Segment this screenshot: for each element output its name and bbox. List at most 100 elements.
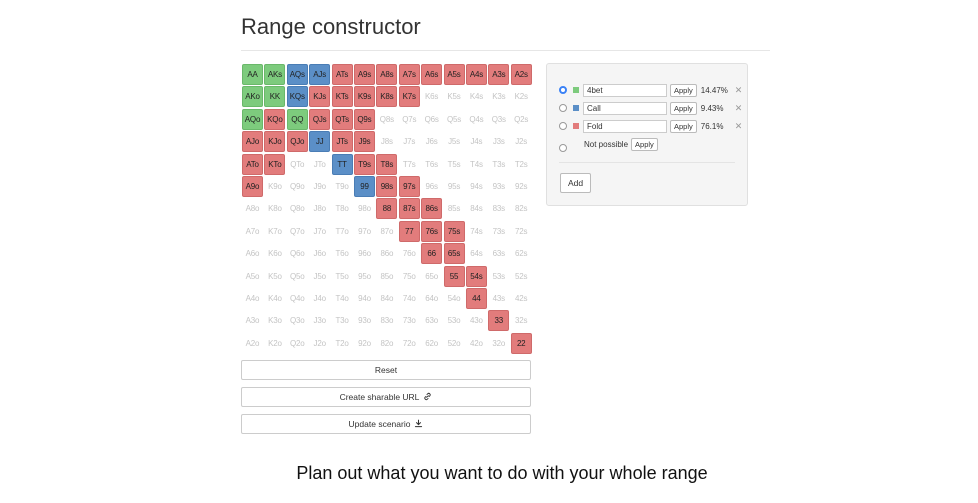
- hand-cell-52s[interactable]: 52s: [515, 271, 528, 281]
- hand-cell-a5o[interactable]: A5o: [245, 271, 260, 281]
- hand-cell-a4s[interactable]: A4s: [465, 64, 487, 85]
- hand-cell-53s[interactable]: 53s: [492, 271, 506, 281]
- hand-cell-43s[interactable]: 43s: [492, 293, 506, 303]
- hand-cell-t4o[interactable]: T4o: [335, 293, 349, 303]
- hand-cell-ajs[interactable]: AJs: [309, 64, 331, 85]
- hand-cell-j4o[interactable]: J4o: [313, 293, 327, 303]
- hand-cell-86s[interactable]: 86s: [421, 198, 443, 220]
- hand-cell-84o[interactable]: 84o: [380, 293, 394, 303]
- hand-cell-t8o[interactable]: T8o: [335, 204, 349, 214]
- hand-cell-87s[interactable]: 87s: [398, 198, 420, 220]
- hand-cell-t9s[interactable]: T9s: [353, 153, 375, 175]
- hand-cell-j7s[interactable]: J7s: [403, 137, 416, 147]
- hand-cell-q7o[interactable]: Q7o: [290, 226, 305, 236]
- hand-cell-a2s[interactable]: A2s: [510, 64, 532, 85]
- hand-cell-k6o[interactable]: K6o: [268, 249, 282, 259]
- hand-cell-t2o[interactable]: T2o: [335, 338, 349, 348]
- hand-cell-qts[interactable]: QTs: [331, 108, 353, 130]
- hand-cell-97s[interactable]: 97s: [398, 175, 420, 197]
- hand-cell-q3s[interactable]: Q3s: [491, 114, 506, 124]
- hand-cell-a6s[interactable]: A6s: [421, 64, 443, 85]
- hand-cell-q3o[interactable]: Q3o: [290, 316, 305, 326]
- hand-cell-74s[interactable]: 74s: [470, 226, 483, 236]
- hand-cell-22[interactable]: 22: [510, 332, 532, 354]
- hand-cell-72s[interactable]: 72s: [515, 226, 528, 236]
- hand-cell-t3o[interactable]: T3o: [335, 316, 349, 326]
- reset-button[interactable]: Reset: [241, 360, 531, 380]
- apply-button-fold[interactable]: Apply: [670, 119, 697, 133]
- hand-cell-k6s[interactable]: K6s: [425, 92, 439, 102]
- hand-cell-98o[interactable]: 98o: [358, 204, 371, 214]
- hand-cell-j6s[interactable]: J6s: [425, 137, 438, 147]
- hand-cell-q2o[interactable]: Q2o: [290, 338, 305, 348]
- hand-cell-75s[interactable]: 75s: [443, 220, 465, 242]
- hand-cell-ato[interactable]: ATo: [242, 153, 263, 175]
- hand-cell-97o[interactable]: 97o: [358, 226, 371, 236]
- hand-cell-j9s[interactable]: J9s: [353, 131, 375, 153]
- hand-cell-k4s[interactable]: K4s: [469, 92, 483, 102]
- hand-cell-t7s[interactable]: T7s: [402, 159, 416, 169]
- hand-cell-94s[interactable]: 94s: [470, 181, 483, 191]
- hand-cell-53o[interactable]: 53o: [447, 316, 461, 326]
- hand-cell-k2s[interactable]: K2s: [514, 92, 528, 102]
- hand-cell-44[interactable]: 44: [465, 287, 487, 309]
- hand-cell-a7s[interactable]: A7s: [398, 64, 420, 85]
- hand-cell-k7s[interactable]: K7s: [398, 86, 420, 108]
- hand-cell-62o[interactable]: 62o: [425, 338, 438, 348]
- hand-cell-a8s[interactable]: A8s: [376, 64, 398, 85]
- remove-action-fold-icon[interactable]: ✕: [734, 120, 743, 131]
- hand-cell-a9s[interactable]: A9s: [353, 64, 375, 85]
- hand-cell-j2o[interactable]: J2o: [313, 338, 327, 348]
- hand-cell-72o[interactable]: 72o: [402, 338, 416, 348]
- hand-cell-k2o[interactable]: K2o: [268, 338, 282, 348]
- hand-cell-k4o[interactable]: K4o: [268, 293, 282, 303]
- hand-cell-43o[interactable]: 43o: [470, 316, 483, 326]
- hand-cell-99[interactable]: 99: [353, 175, 375, 197]
- hand-cell-j8o[interactable]: J8o: [313, 204, 327, 214]
- hand-cell-q8o[interactable]: Q8o: [290, 204, 305, 214]
- hand-cell-73o[interactable]: 73o: [402, 316, 416, 326]
- hand-cell-ats[interactable]: ATs: [331, 64, 353, 85]
- hand-cell-a2o[interactable]: A2o: [245, 338, 260, 348]
- hand-cell-kjo[interactable]: KJo: [264, 131, 286, 153]
- hand-cell-j3o[interactable]: J3o: [313, 316, 327, 326]
- action-name-input-call[interactable]: [583, 101, 667, 115]
- apply-button-call[interactable]: Apply: [670, 101, 697, 115]
- action-radio-call[interactable]: [559, 104, 567, 112]
- hand-cell-a9o[interactable]: A9o: [242, 175, 263, 197]
- hand-cell-q5s[interactable]: Q5s: [446, 114, 462, 124]
- hand-cell-q8s[interactable]: Q8s: [379, 114, 394, 124]
- hand-cell-q6o[interactable]: Q6o: [290, 249, 305, 259]
- hand-cell-54s[interactable]: 54s: [465, 265, 487, 287]
- create-sharable-url-button[interactable]: Create sharable URL: [241, 387, 531, 407]
- hand-cell-a6o[interactable]: A6o: [245, 249, 260, 259]
- remove-action-4bet-icon[interactable]: ✕: [734, 84, 743, 95]
- action-name-input-4bet[interactable]: [583, 83, 667, 97]
- hand-cell-jts[interactable]: JTs: [331, 131, 353, 153]
- hand-cell-k7o[interactable]: K7o: [268, 226, 282, 236]
- hand-cell-kts[interactable]: KTs: [331, 86, 353, 108]
- hand-cell-t3s[interactable]: T3s: [492, 159, 506, 169]
- hand-cell-j5s[interactable]: J5s: [448, 137, 460, 147]
- hand-cell-j2s[interactable]: J2s: [515, 137, 528, 147]
- hand-cell-jj[interactable]: JJ: [309, 131, 331, 153]
- hand-cell-63o[interactable]: 63o: [425, 316, 438, 326]
- hand-cell-kto[interactable]: KTo: [264, 153, 286, 175]
- hand-cell-66[interactable]: 66: [421, 243, 443, 265]
- hand-cell-ako[interactable]: AKo: [242, 86, 263, 108]
- hand-cell-t5s[interactable]: T5s: [447, 159, 461, 169]
- hand-cell-aqo[interactable]: AQo: [242, 108, 263, 130]
- hand-cell-65o[interactable]: 65o: [425, 271, 438, 281]
- hand-cell-k5o[interactable]: K5o: [268, 271, 282, 281]
- hand-cell-q5o[interactable]: Q5o: [290, 271, 305, 281]
- hand-cell-82o[interactable]: 82o: [380, 338, 394, 348]
- hand-cell-a5s[interactable]: A5s: [443, 64, 465, 85]
- hand-cell-87o[interactable]: 87o: [380, 226, 394, 236]
- hand-cell-a8o[interactable]: A8o: [245, 204, 260, 214]
- hand-cell-j9o[interactable]: J9o: [313, 181, 327, 191]
- hand-cell-j4s[interactable]: J4s: [470, 137, 483, 147]
- hand-cell-qjo[interactable]: QJo: [286, 131, 308, 153]
- hand-cell-kqo[interactable]: KQo: [264, 108, 286, 130]
- hand-cell-98s[interactable]: 98s: [376, 175, 398, 197]
- hand-cell-88[interactable]: 88: [376, 198, 398, 220]
